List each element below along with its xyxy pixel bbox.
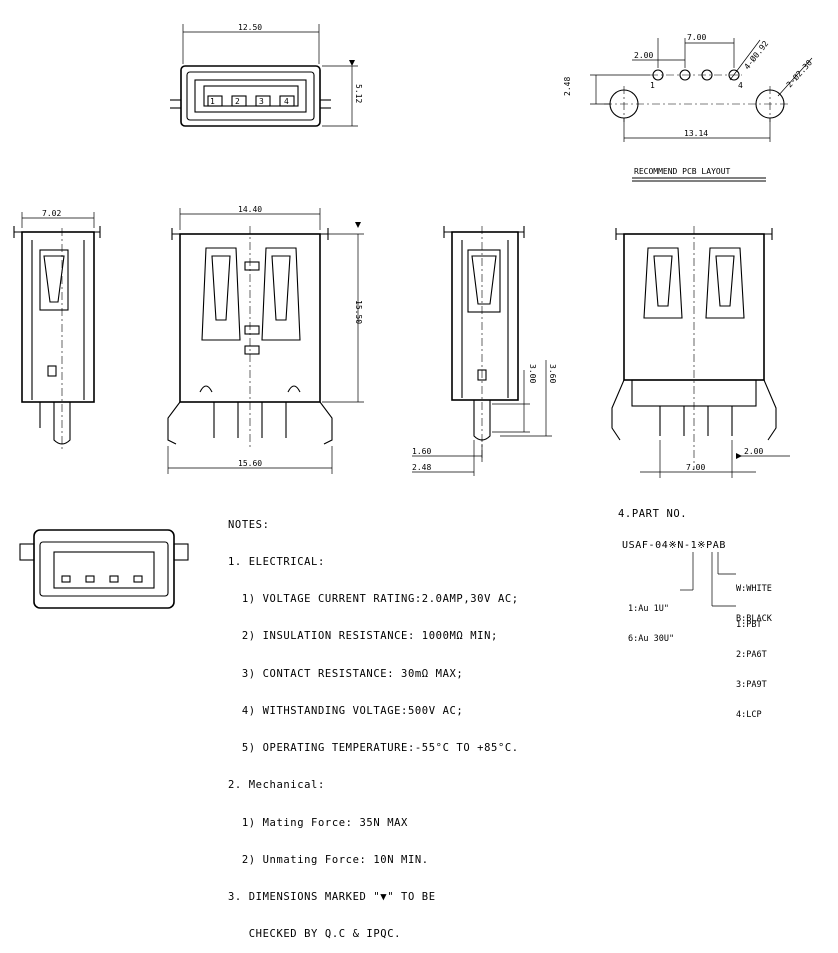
notes-line: 1) Mating Force: 35N MAX (228, 816, 408, 829)
notes-line: 3. DIMENSIONS MARKED "▼" TO BE (228, 891, 436, 903)
notes-line: 1) VOLTAGE CURRENT RATING:2.0AMP,30V AC; (228, 593, 519, 606)
plating-option: 1:Au 1U" (628, 604, 669, 614)
dim-top-leg-span: 15.60 (238, 459, 262, 468)
connector-drawing: 12.50 5.12 1 2 3 4 7.00 2.00 4-Ø0.92 2-Ø… (13, 23, 814, 609)
material-option: 4:LCP (736, 710, 762, 720)
notes-line: 3) CONTACT RESISTANCE: 30mΩ MAX; (228, 667, 464, 680)
side-view (13, 212, 101, 450)
dim-top-height: 15.50 (354, 300, 363, 324)
notes-title: NOTES: (228, 518, 270, 531)
notes-block: NOTES: 1. ELECTRICAL: 1) VOLTAGE CURRENT… (228, 494, 519, 953)
dim-side2-off-a: 1.60 (412, 447, 431, 456)
notes-line: CHECKED BY Q.C & IPQC. (228, 928, 402, 941)
front-view (170, 24, 358, 127)
bottom-view (19, 529, 189, 609)
rear-view (611, 226, 790, 478)
dim-front-width: 12.50 (238, 23, 262, 32)
dim-side-depth: 7.02 (42, 209, 61, 218)
color-option: B:BLACK (736, 614, 772, 624)
dim-side2-pin-b: 3.60 (548, 364, 557, 383)
dim-top-width: 14.40 (238, 205, 262, 214)
dim-rear-pitch: 7.00 (686, 463, 705, 472)
dim-pcb-peg-hole: 2-Ø2.30 (784, 57, 814, 89)
notes-line: 2. Mechanical: (228, 779, 325, 792)
pin-label-2: 2 (235, 97, 240, 106)
material-options: 1:PBT 2:PA6T 3:PA9T 4:LCP (736, 600, 767, 730)
notes-line: 2) Unmating Force: 10N MIN. (228, 853, 429, 866)
dim-side2-off-b: 2.48 (412, 463, 431, 472)
dim-pcb-span: 13.14 (684, 129, 708, 138)
notes-line: 5) OPERATING TEMPERATURE:-55°C TO +85°C. (228, 742, 519, 755)
pin-label-1: 1 (210, 97, 215, 106)
dim-pcb-pitch: 7.00 (687, 33, 706, 42)
dim-pcb-offset: 2.00 (634, 51, 653, 60)
dim-pcb-pin-hole: 4-Ø0.92 (742, 38, 771, 71)
dim-pcb-vertical: 2.48 (563, 77, 572, 96)
material-option: 3:PA9T (736, 680, 767, 690)
notes-line: 1. ELECTRICAL: (228, 556, 325, 569)
material-option: 1:PBT (736, 620, 762, 630)
plating-options: 1:Au 1U" 6:Au 30U" (628, 584, 674, 654)
notes-line: 2) INSULATION RESISTANCE: 1000MΩ MIN; (228, 630, 498, 643)
side-view-2 (412, 226, 552, 476)
part-no-code: USAF-04※N-1※PAB (622, 540, 727, 551)
dim-front-height: 5.12 (354, 84, 363, 103)
dim-rear-leg: 2.00 (744, 447, 763, 456)
top-view (167, 208, 364, 474)
color-option: W:WHITE (736, 584, 772, 594)
material-option: 2:PA6T (736, 650, 767, 660)
dim-side2-pin-a: 3.00 (528, 364, 537, 383)
pcb-layout-view (590, 38, 813, 182)
pcb-pin-label-1: 1 (650, 81, 655, 90)
notes-line: 4) WITHSTANDING VOLTAGE:500V AC; (228, 704, 464, 717)
pin-label-3: 3 (259, 97, 264, 106)
part-no-callouts (680, 552, 736, 607)
part-no-title: 4.PART NO. (618, 508, 688, 520)
plating-option: 6:Au 30U" (628, 634, 675, 644)
color-options: W:WHITE B:BLACK (736, 564, 772, 634)
pcb-layout-title: RECOMMEND PCB LAYOUT (634, 167, 731, 176)
pin-label-4: 4 (284, 97, 289, 106)
pcb-pin-label-4: 4 (738, 81, 743, 90)
